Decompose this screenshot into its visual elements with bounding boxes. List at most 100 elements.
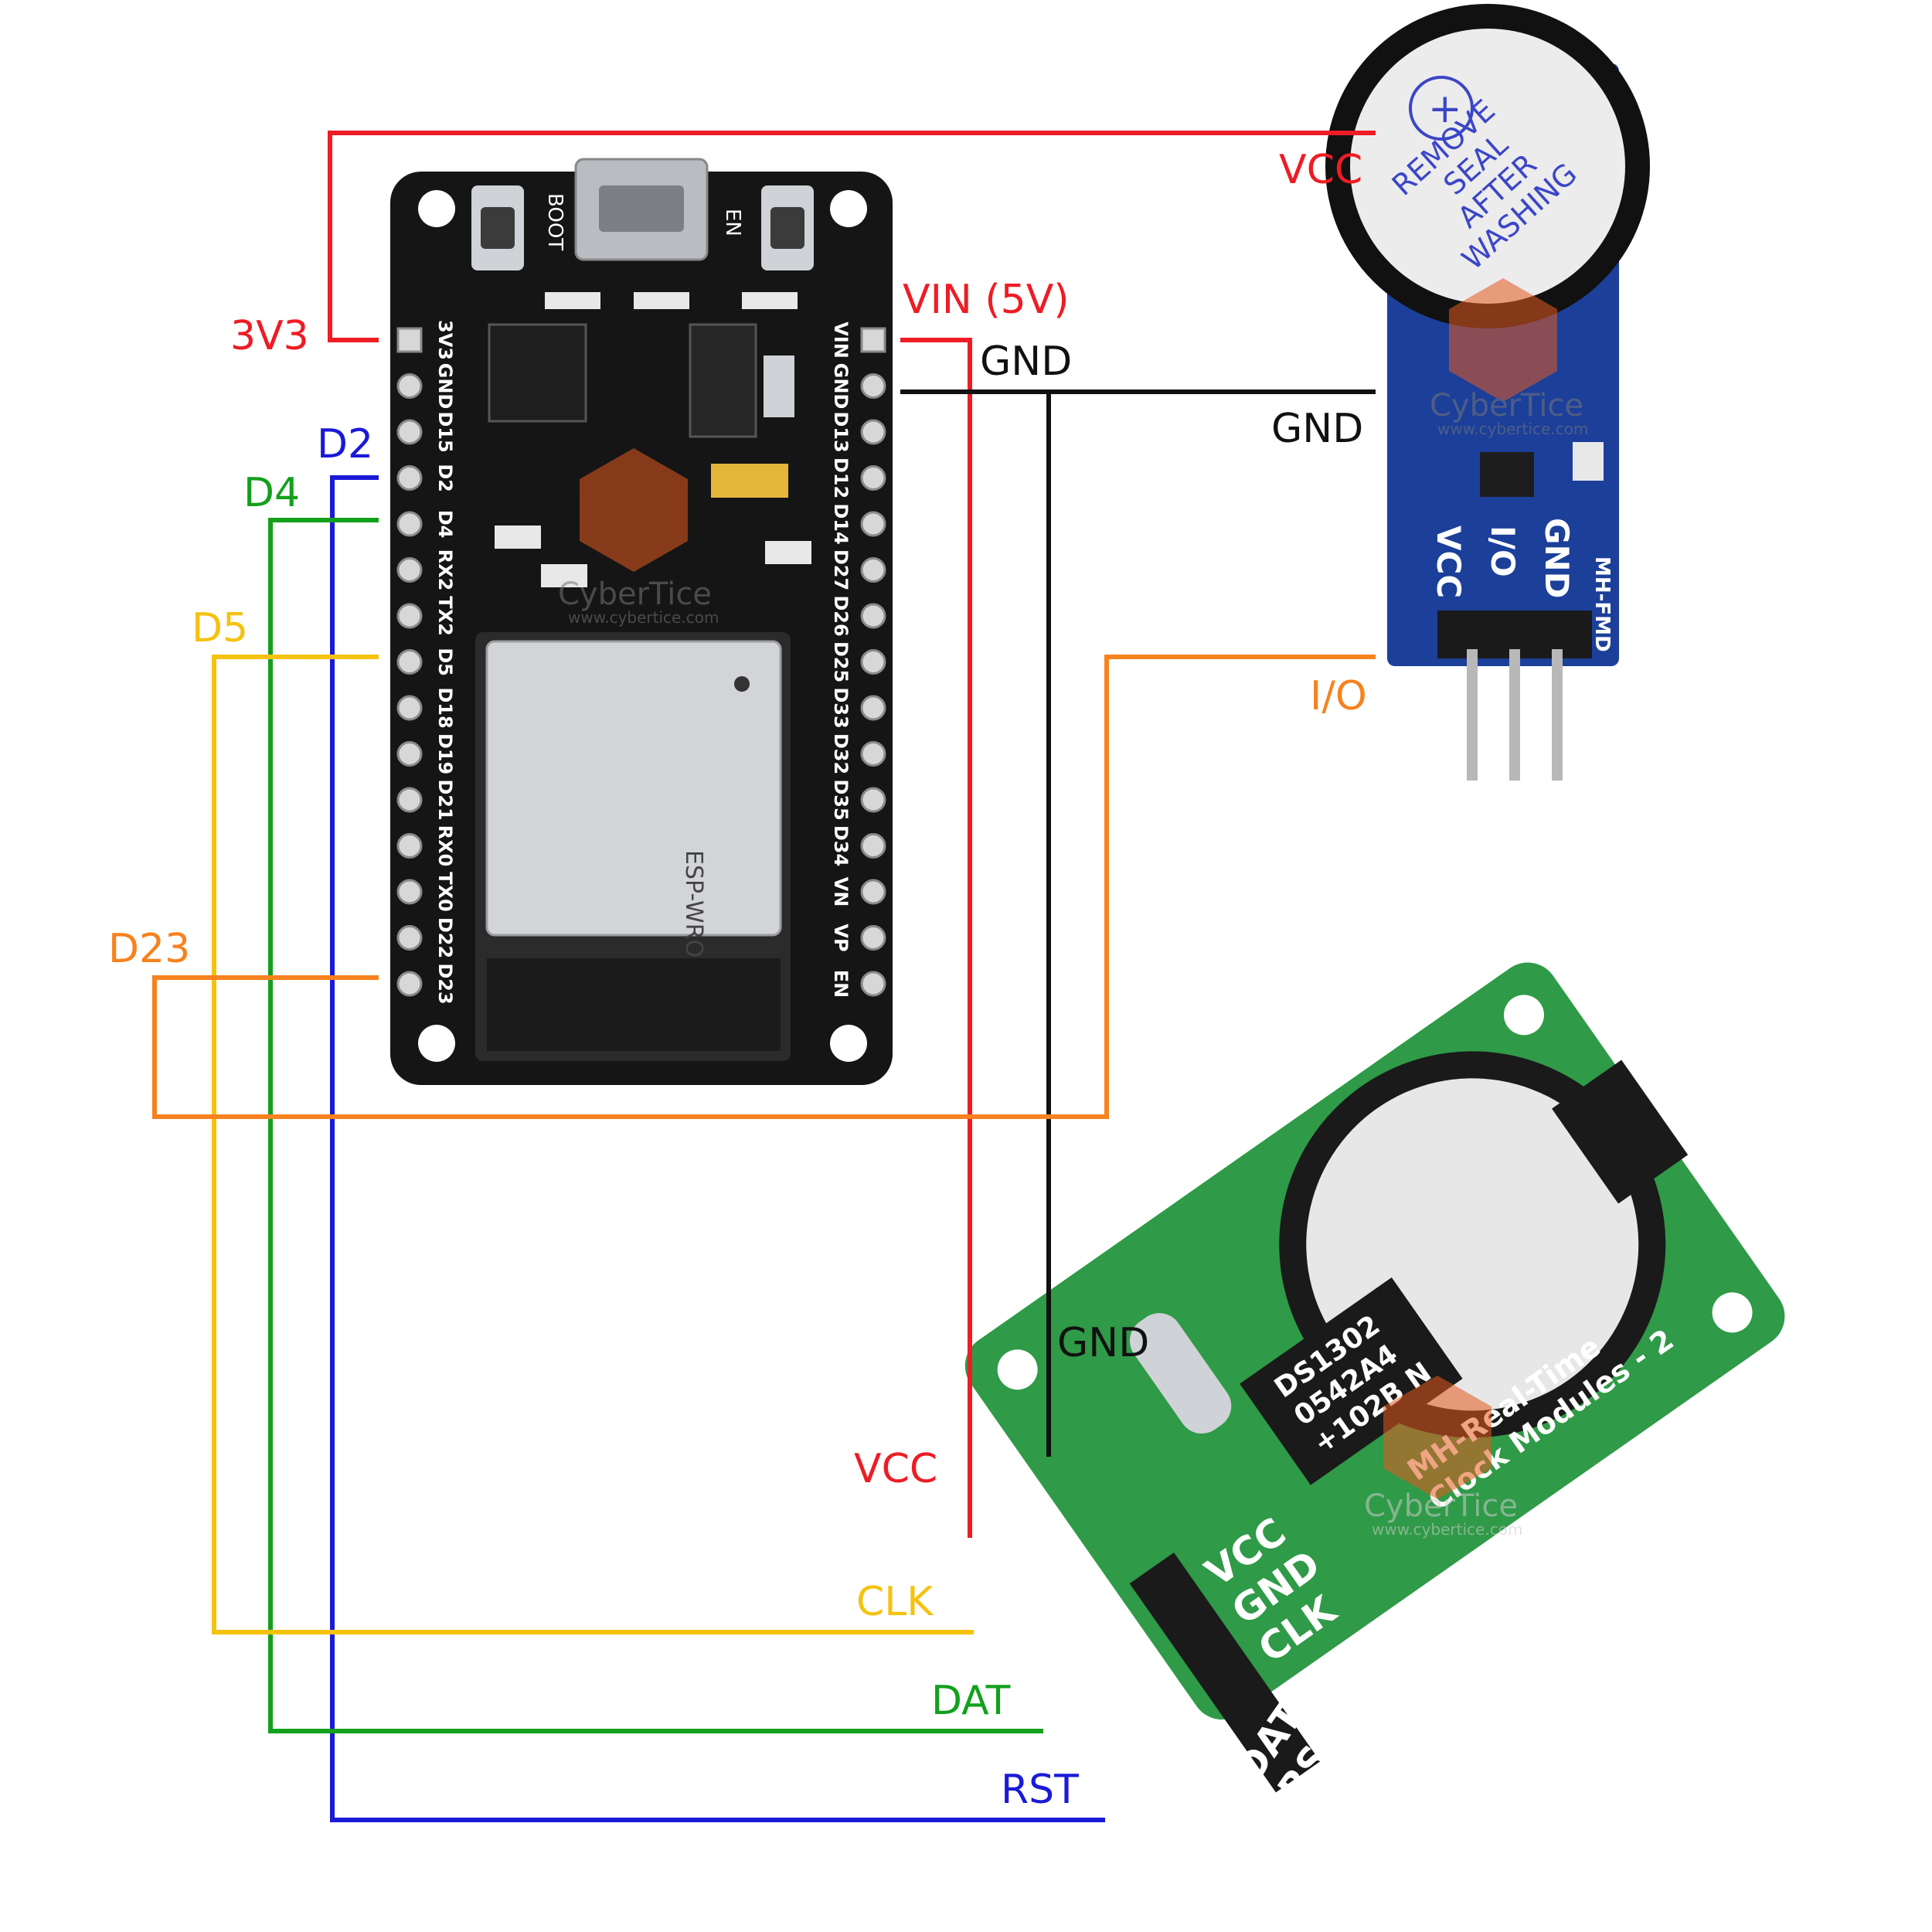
mount-hole bbox=[1503, 995, 1544, 1036]
label-d5: D5 bbox=[192, 605, 248, 651]
tantalum-capacitor bbox=[711, 464, 788, 498]
label-rtc-dat: DAT bbox=[931, 1678, 1011, 1724]
plus-icon: + bbox=[1428, 86, 1462, 132]
esp32-left-pin-label: D4 bbox=[434, 510, 456, 539]
header-hole bbox=[860, 557, 886, 583]
header-hole bbox=[396, 327, 423, 353]
label-rtc-gnd: GND bbox=[1057, 1320, 1149, 1366]
esp32-left-pin-label: TX0 bbox=[434, 872, 456, 912]
mount-hole bbox=[830, 190, 867, 227]
crystal bbox=[1129, 1313, 1232, 1434]
wire-d2 bbox=[330, 475, 1105, 1822]
watermark-brand: CyberTice bbox=[1430, 388, 1583, 423]
label-esp-gnd: GND bbox=[980, 338, 1072, 385]
header-hole bbox=[860, 879, 886, 905]
wire-d23 bbox=[152, 655, 1376, 1119]
esp32-left-pin-label: D23 bbox=[434, 963, 456, 1004]
mount-hole bbox=[997, 1349, 1038, 1390]
mount-hole bbox=[418, 1025, 455, 1062]
smd-part bbox=[1573, 442, 1604, 481]
smd-part bbox=[742, 292, 798, 309]
esp32-left-pin-label: GND bbox=[434, 363, 456, 410]
header-hole bbox=[860, 695, 886, 721]
wires bbox=[152, 131, 1376, 1822]
header-hole bbox=[396, 419, 423, 445]
header-hole bbox=[860, 511, 886, 537]
esp32-left-pin-label: 3V3 bbox=[434, 320, 456, 360]
esp32-right-pin-label: D26 bbox=[830, 595, 852, 636]
smd-part bbox=[765, 541, 811, 564]
header-hole bbox=[860, 925, 886, 951]
esp32-right-pin-label: D13 bbox=[830, 411, 852, 452]
wroom-dot bbox=[734, 676, 750, 692]
label-d2: D2 bbox=[317, 421, 373, 468]
header-hole bbox=[396, 833, 423, 859]
header-hole bbox=[860, 373, 886, 399]
regulator-tab bbox=[764, 355, 794, 417]
buzzer-module: + REMOVE SEAL AFTER WASHING VCC I/O GND … bbox=[1325, 4, 1650, 781]
mount-hole bbox=[1712, 1292, 1753, 1333]
esp32-left-pin-label: D21 bbox=[434, 779, 456, 820]
wire-d5 bbox=[212, 655, 974, 1634]
wire-vin bbox=[900, 338, 972, 1538]
esp32-right-pin-label: EN bbox=[830, 970, 852, 998]
esp32-left-pin-label: D5 bbox=[434, 648, 456, 676]
esp32-right-pin-label: D33 bbox=[830, 687, 852, 728]
wroom-antenna bbox=[487, 958, 781, 1051]
header-hole bbox=[396, 373, 423, 399]
esp32-right-pin-label: VN bbox=[830, 877, 852, 907]
header-hole bbox=[860, 419, 886, 445]
header-hole bbox=[860, 603, 886, 629]
label-rtc-rst: RST bbox=[1001, 1767, 1079, 1813]
header-hole bbox=[860, 649, 886, 675]
ds1302-chip bbox=[1240, 1277, 1463, 1485]
buzzer-pin bbox=[1509, 649, 1520, 781]
header-hole bbox=[396, 603, 423, 629]
header-hole bbox=[396, 741, 423, 767]
buzzer-model: MH-FMD bbox=[1590, 556, 1614, 652]
esp32-left-pin-label: D19 bbox=[434, 733, 456, 774]
header-hole bbox=[860, 465, 886, 491]
header-hole bbox=[396, 465, 423, 491]
smd-part bbox=[495, 526, 541, 549]
esp32-left-header bbox=[396, 327, 423, 997]
rtc-header bbox=[1129, 1552, 1321, 1793]
wroom-shield bbox=[485, 640, 782, 937]
watermark-url: www.cybertice.com bbox=[568, 608, 719, 627]
buzzer-transistor bbox=[1480, 452, 1534, 497]
header-hole bbox=[396, 787, 423, 813]
header-hole bbox=[396, 925, 423, 951]
mount-hole bbox=[418, 190, 455, 227]
watermark-logo bbox=[580, 448, 688, 572]
esp32-left-pin-label: D18 bbox=[434, 687, 456, 728]
esp32-right-pin-label: GND bbox=[830, 363, 852, 410]
esp32-right-pin-label: D25 bbox=[830, 641, 852, 682]
esp32-left-pin-label: D2 bbox=[434, 464, 456, 492]
esp32-right-pin-label: VIN bbox=[830, 321, 852, 359]
en-button-cap bbox=[770, 207, 804, 249]
watermark-brand: CyberTice bbox=[1364, 1488, 1518, 1524]
buzzer-plus-ring bbox=[1409, 76, 1474, 141]
header-hole bbox=[396, 557, 423, 583]
esp32-left-pin-label: RX0 bbox=[434, 825, 456, 867]
buzzer-pin-label-gnd: GND bbox=[1538, 518, 1576, 599]
watermark-buzzer: CyberTice www.cybertice.com bbox=[1430, 278, 1588, 438]
header-hole bbox=[860, 787, 886, 813]
esp32-right-pin-label: D34 bbox=[830, 825, 852, 866]
usb-port-inner bbox=[599, 185, 684, 232]
buzzer-pin-label-io: I/O bbox=[1484, 526, 1522, 577]
label-d4: D4 bbox=[243, 470, 300, 516]
esp32-left-pin-label: D15 bbox=[434, 411, 456, 452]
header-hole bbox=[396, 879, 423, 905]
esp32-right-pin-labels: VINGNDD13D12D14D27D26D25D33D32D35D34VNVP… bbox=[830, 321, 852, 998]
usb-uart-chip bbox=[488, 323, 587, 423]
buzzer-pin bbox=[1467, 649, 1478, 781]
header-hole bbox=[396, 695, 423, 721]
esp32-right-pin-label: D14 bbox=[830, 503, 852, 544]
header-hole bbox=[860, 971, 886, 997]
esp32-right-pin-label: D27 bbox=[830, 549, 852, 590]
esp32-left-pin-label: TX2 bbox=[434, 596, 456, 636]
header-hole bbox=[860, 833, 886, 859]
esp32-left-pin-labels: 3V3GNDD15D2D4RX2TX2D5D18D19D21RX0TX0D22D… bbox=[434, 320, 456, 1005]
